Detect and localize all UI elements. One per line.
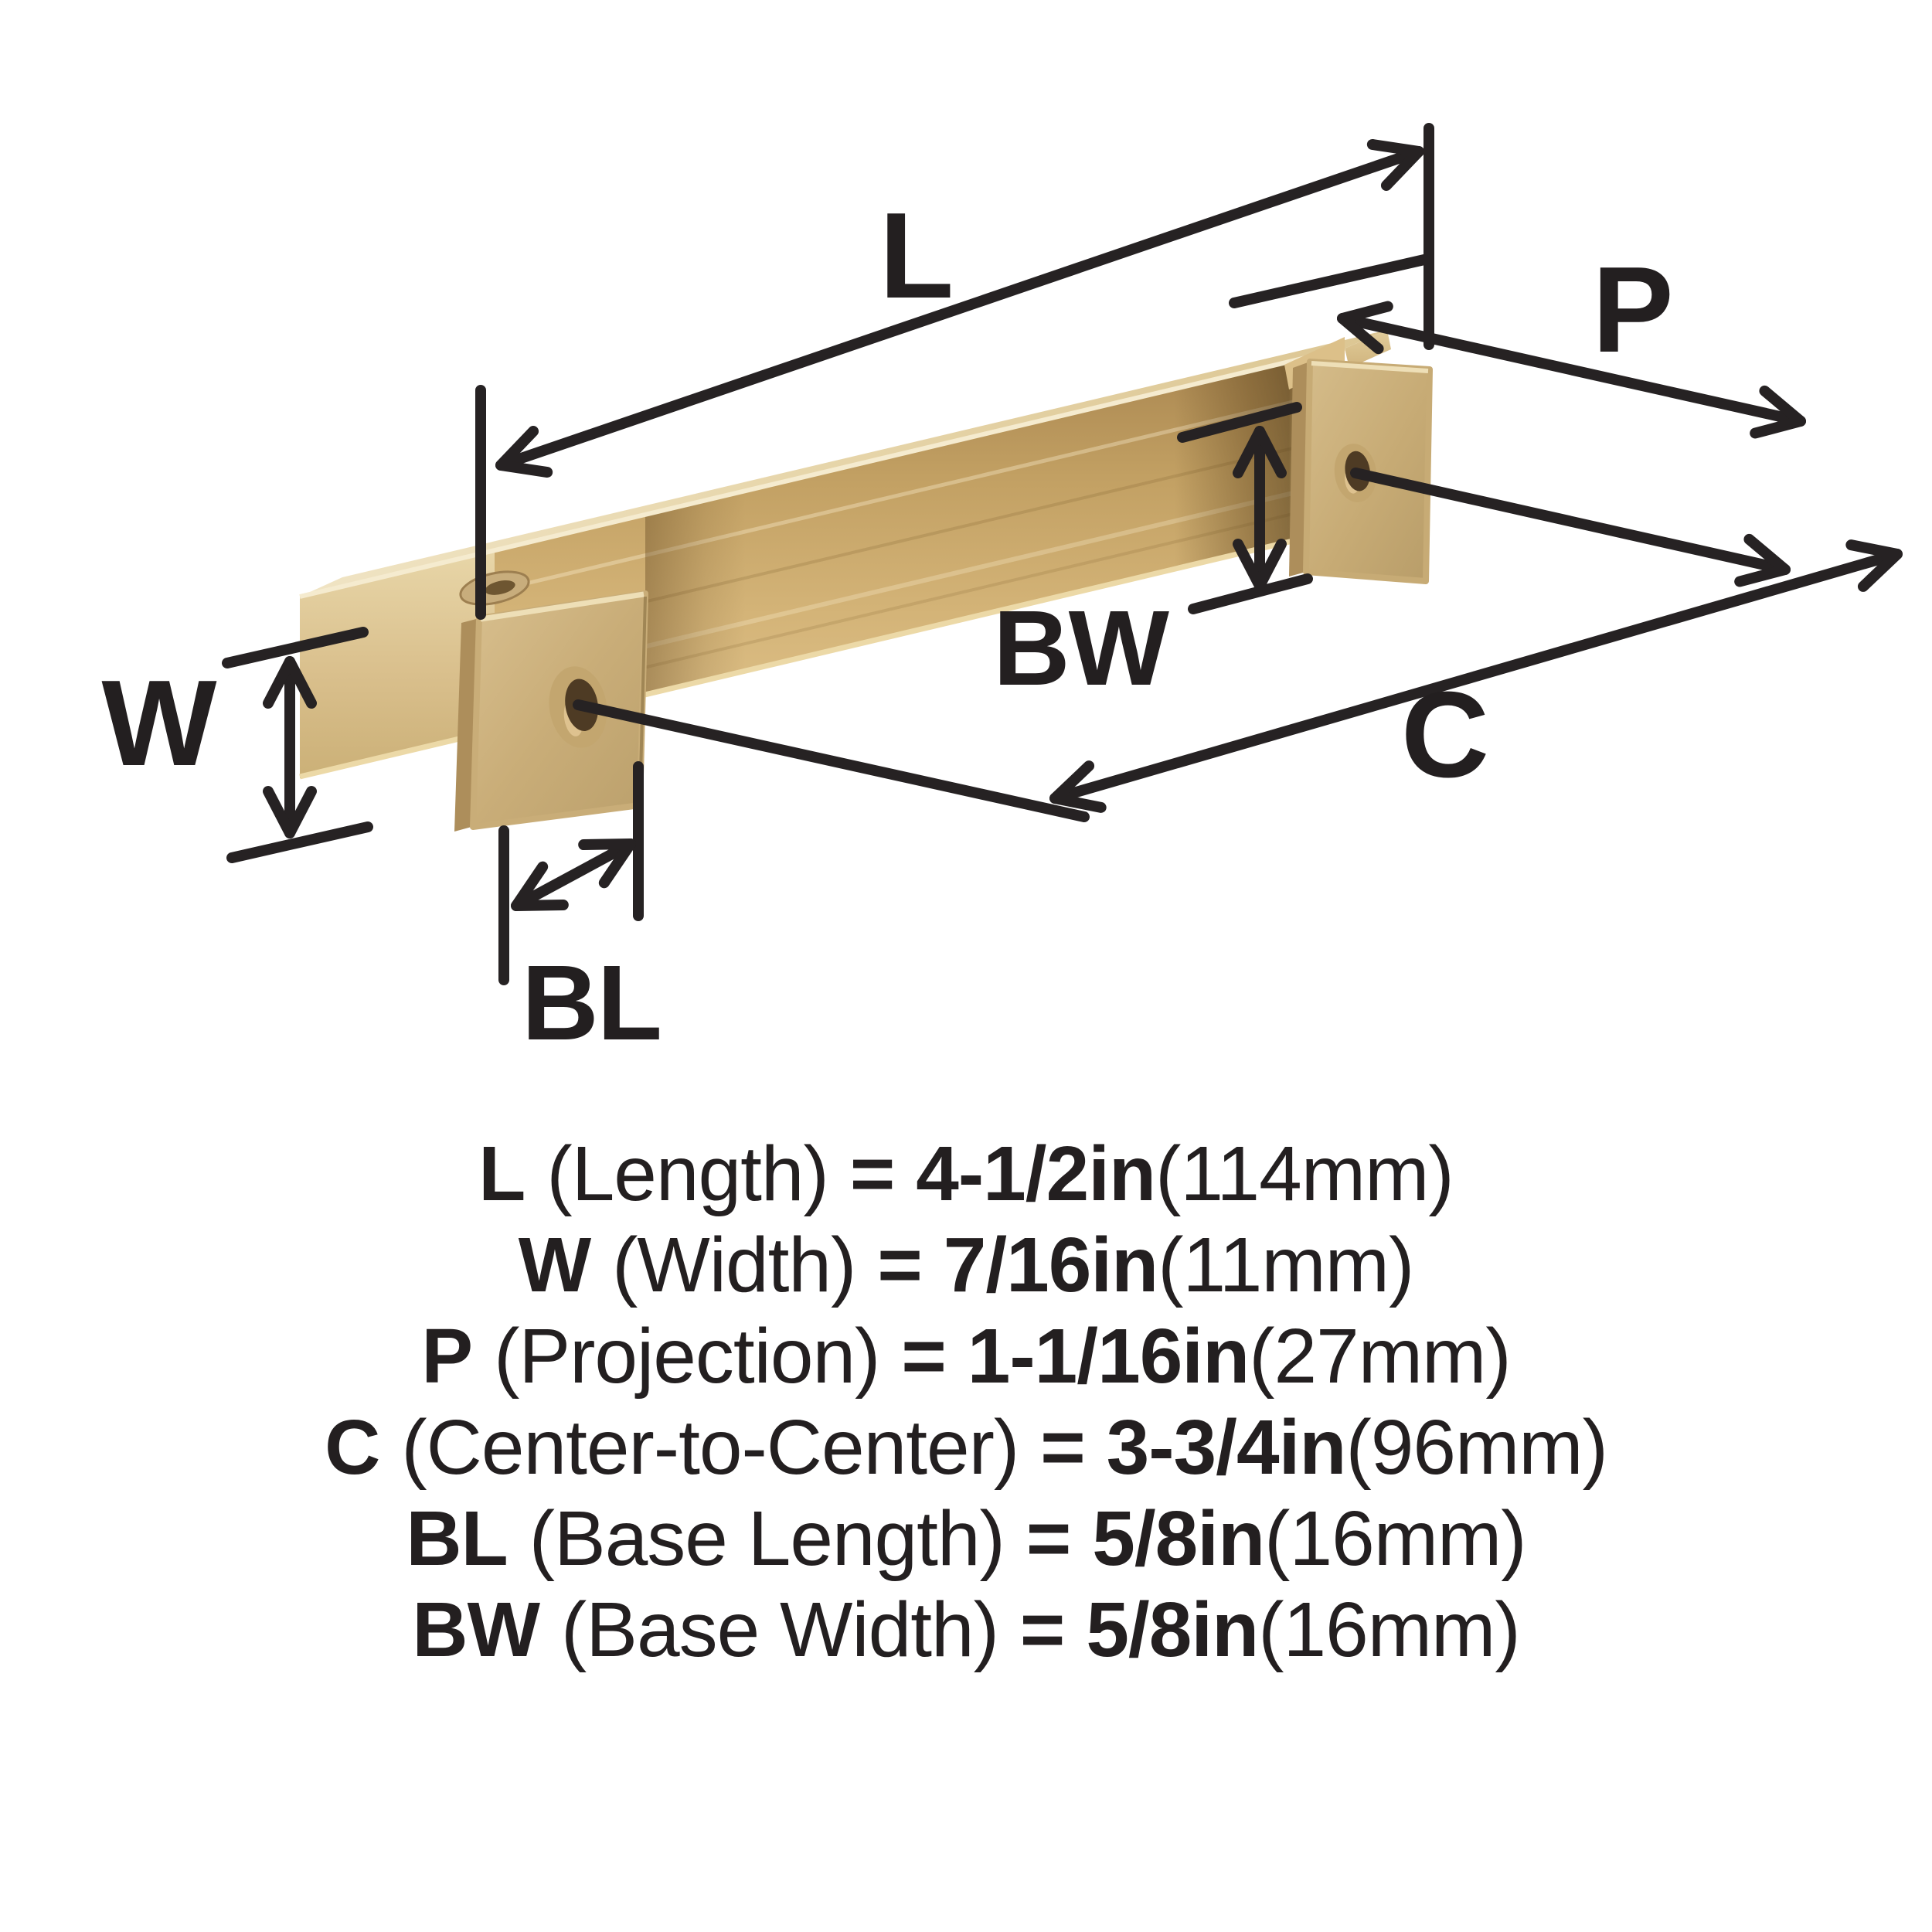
spec-name: (Center-to-Center)	[401, 1404, 1019, 1491]
tick-p-left	[1229, 254, 1430, 308]
equals-sign: =	[1019, 1587, 1065, 1673]
handle-left-fillet	[645, 491, 746, 696]
dimension-label-w: W	[101, 655, 216, 791]
tick-w-top	[222, 627, 369, 668]
spec-label: W	[518, 1222, 591, 1308]
dimension-line-bl	[511, 838, 636, 911]
dimension-line-l	[495, 138, 1424, 478]
spec-line-projection: P(Projection)=1-1/16in(27mm)	[0, 1312, 1932, 1403]
dimension-spec-list: L(Length)=4-1/2in(114mm) W(Width)=7/16in…	[0, 1130, 1932, 1677]
spec-value: 5/8in	[1092, 1495, 1265, 1582]
equals-sign: =	[849, 1131, 895, 1217]
spec-label: P	[421, 1313, 473, 1400]
spec-metric: (27mm)	[1249, 1313, 1511, 1400]
spec-name: (Base Length)	[529, 1495, 1005, 1582]
tick-bw-bottom	[1188, 573, 1313, 614]
spec-name: (Width)	[612, 1222, 856, 1308]
tick-bw-top	[1177, 402, 1302, 443]
spec-name: (Length)	[546, 1131, 828, 1217]
spec-line-width: W(Width)=7/16in(11mm)	[0, 1221, 1932, 1312]
dimension-label-c: C	[1401, 667, 1488, 803]
spec-metric: (11mm)	[1158, 1222, 1414, 1308]
spec-value: 7/16in	[943, 1222, 1158, 1308]
leader-left-hole	[573, 699, 1090, 822]
equals-sign: =	[877, 1222, 922, 1308]
dimension-line-c	[1049, 539, 1903, 813]
equals-sign: =	[1026, 1495, 1071, 1582]
dimension-label-p: P	[1592, 242, 1672, 378]
spec-metric: (16mm)	[1264, 1495, 1526, 1582]
spec-line-base-length: BL(Base Length)=5/8in(16mm)	[0, 1495, 1932, 1586]
spec-line-base-width: BW(Base Width)=5/8in(16mm)	[0, 1586, 1932, 1677]
dimension-label-l: L	[879, 188, 953, 324]
spec-metric: (114mm)	[1155, 1131, 1454, 1217]
handle-left-outer-face	[300, 550, 495, 778]
spec-value: 4-1/2in	[916, 1131, 1156, 1217]
spec-label: BL	[406, 1495, 508, 1582]
tick-w-bottom	[226, 821, 373, 863]
spec-line-center-to-center: C(Center-to-Center)=3-3/4in(96mm)	[0, 1403, 1932, 1495]
spec-value: 5/8in	[1086, 1587, 1259, 1673]
spec-label: L	[478, 1131, 526, 1217]
spec-name: (Base Width)	[560, 1587, 999, 1673]
spec-label: C	[325, 1404, 380, 1491]
spec-line-length: L(Length)=4-1/2in(114mm)	[0, 1130, 1932, 1221]
spec-label: BW	[412, 1587, 540, 1673]
equals-sign: =	[901, 1313, 946, 1400]
spec-metric: (16mm)	[1258, 1587, 1520, 1673]
spec-name: (Projection)	[494, 1313, 880, 1400]
spec-value: 1-1/16in	[967, 1313, 1250, 1400]
pull-handle-illustration: L P W BW C BL	[101, 123, 1903, 1063]
equals-sign: =	[1040, 1404, 1085, 1491]
spec-value: 3-3/4in	[1106, 1404, 1347, 1491]
dimension-label-bl: BL	[522, 944, 661, 1063]
dimension-line-p	[1337, 301, 1806, 439]
dimension-label-bw: BW	[993, 589, 1170, 708]
spec-metric: (96mm)	[1345, 1404, 1607, 1491]
dimension-linework	[222, 123, 1903, 985]
left-plate-top-highlight	[480, 591, 645, 622]
